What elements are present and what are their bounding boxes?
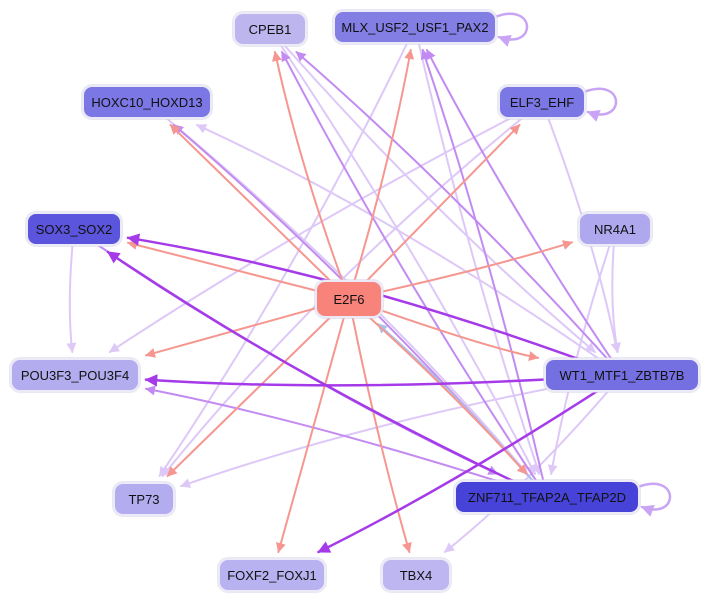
edge-E2F6-to-TP73 <box>166 298 350 477</box>
edge-SOX3_SOX2-to-POU3F3_POU3F4 <box>66 228 77 353</box>
edge-E2F6-to-ZNF711_TFAP2A_TFAP2D <box>348 298 528 475</box>
node-NR4A1[interactable]: NR4A1 <box>578 212 652 246</box>
edge-E2F6-to-MLX_USF2_USF1_PAX2 <box>348 49 415 300</box>
edge-WT1_MTF1_ZBTB7B-to-TBX4 <box>443 374 623 553</box>
edge-E2F6-to-CPEB1 <box>272 51 350 300</box>
node-ELF3_EHF[interactable]: ELF3_EHF <box>498 85 586 119</box>
edge-ZNF711_TFAP2A_TFAP2D-to-POU3F3_POU3F4 <box>145 385 548 498</box>
edge-E2F6-to-ELF3_EHF <box>348 124 521 300</box>
edge-MLX_USF2_USF1_PAX2-to-TP73 <box>158 26 416 477</box>
edge-ELF3_EHF-to-POU3F3_POU3F4 <box>108 101 543 353</box>
edge-MLX_USF2_USF1_PAX2-to-MLX_USF2_USF1_PAX2 <box>493 12 529 47</box>
edge-E2F6-to-TBX4 <box>348 298 412 553</box>
edge-CPEB1-to-ZNF711_TFAP2A_TFAP2D <box>269 28 537 475</box>
node-TBX4[interactable]: TBX4 <box>381 558 451 592</box>
node-HOXC10_HOXD13[interactable]: HOXC10_HOXD13 <box>82 85 212 119</box>
edge-WT1_MTF1_ZBTB7B-to-FOXF2_FOXJ1 <box>317 373 624 554</box>
node-FOXF2_FOXJ1[interactable]: FOXF2_FOXJ1 <box>218 558 326 592</box>
node-ZNF711_TFAP2A_TFAP2D[interactable]: ZNF711_TFAP2A_TFAP2D <box>454 480 640 514</box>
edge-ZNF711_TFAP2A_TFAP2D-to-CPEB1 <box>280 51 548 498</box>
node-SOX3_SOX2[interactable]: SOX3_SOX2 <box>26 212 122 246</box>
node-POU3F3_POU3F4[interactable]: POU3F3_POU3F4 <box>10 358 140 392</box>
edge-ZNF711_TFAP2A_TFAP2D-to-SOX3_SOX2 <box>106 250 549 499</box>
edge-CPEB1-to-WT1_MTF1_ZBTB7B <box>269 28 596 353</box>
node-CPEB1[interactable]: CPEB1 <box>233 12 307 46</box>
edge-ELF3_EHF-to-ELF3_EHF <box>582 87 618 122</box>
node-WT1_MTF1_ZBTB7B[interactable]: WT1_MTF1_ZBTB7B <box>544 358 700 392</box>
edge-MLX_USF2_USF1_PAX2-to-ZNF711_TFAP2A_TFAP2D <box>414 26 542 475</box>
edge-WT1_MTF1_ZBTB7B-to-HOXC10_HOXD13 <box>196 124 623 376</box>
edge-E2F6-to-HOXC10_HOXD13 <box>169 124 350 300</box>
edge-ZNF711_TFAP2A_TFAP2D-to-ZNF711_TFAP2A_TFAP2D <box>636 482 672 517</box>
node-TP73[interactable]: TP73 <box>113 482 175 516</box>
edge-WT1_MTF1_ZBTB7B-to-CPEB1 <box>295 51 623 376</box>
node-MLX_USF2_USF1_PAX2[interactable]: MLX_USF2_USF1_PAX2 <box>333 10 497 44</box>
edge-SOX3_SOX2-to-ZNF711_TFAP2A_TFAP2D <box>73 228 499 475</box>
node-E2F6[interactable]: E2F6 <box>315 280 383 318</box>
edge-E2F6-to-FOXF2_FOXJ1 <box>276 298 350 553</box>
edge-NR4A1-to-ZNF711_TFAP2A_TFAP2D <box>547 228 616 475</box>
edge-WT1_MTF1_ZBTB7B-to-MLX_USF2_USF1_PAX2 <box>425 49 623 376</box>
